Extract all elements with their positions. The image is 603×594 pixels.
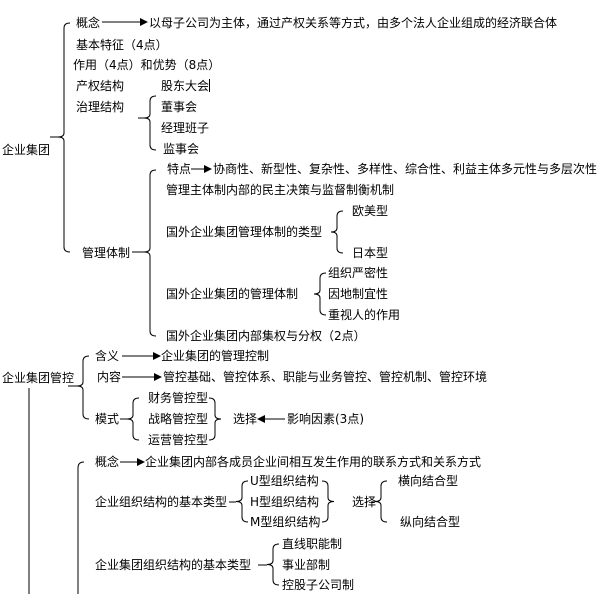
democracy-mechanism: 管理主体制内部的民主决策与监督制衡机制 xyxy=(166,183,395,197)
combine-item: 横向结合型 xyxy=(398,474,459,488)
centralization: 国外企业集团内部集权与分权（2点） xyxy=(166,329,366,343)
mode-item: 财务管控型 xyxy=(148,391,209,405)
group-org-type-item: 直线职能制 xyxy=(282,537,343,551)
org-choose-label: 选择 xyxy=(352,495,377,509)
left-brace xyxy=(235,480,249,523)
foreign-system-item: 因地制宜性 xyxy=(328,287,389,301)
right-brace xyxy=(208,397,222,441)
foreign-system: 国外企业集团的管理体制 xyxy=(166,287,299,301)
governance-item: 监事会 xyxy=(163,142,200,156)
management-system: 管理体制 xyxy=(82,246,131,260)
mode-item: 运营管控型 xyxy=(148,433,209,447)
governance-item: 股东大会 xyxy=(161,79,210,93)
left-brace xyxy=(374,480,388,523)
meaning-label: 含义 xyxy=(95,349,120,363)
left-brace xyxy=(76,355,90,420)
org-concept-definition: 企业集团内部各成员企业间相互发生作用的联系方式和关系方式 xyxy=(145,455,482,469)
content-label: 内容 xyxy=(97,370,122,384)
foreign-types: 国外企业集团管理体制的类型 xyxy=(166,225,323,239)
mode-label: 模式 xyxy=(95,412,120,426)
group-org-type-item: 事业部制 xyxy=(282,558,331,572)
org-basic-types: 企业组织结构的基本类型 xyxy=(95,495,228,509)
choose-label: 选择 xyxy=(233,412,258,426)
combine-item: 纵向结合型 xyxy=(400,515,461,529)
group-org-type-item: 控股子公司制 xyxy=(282,578,355,592)
content-definition: 管控基础、管控体系、职能与业务管控、管控机制、管控环境 xyxy=(163,370,488,384)
trait-label: 特点 xyxy=(167,162,192,176)
basic-features: 基本特征（4点） xyxy=(76,38,168,52)
right-brace xyxy=(321,480,335,523)
org-type-item: M型组织结构 xyxy=(250,515,321,529)
org-type-item: H型组织结构 xyxy=(250,495,320,509)
foreign-system-item: 重视人的作用 xyxy=(328,308,401,322)
trait-definition: 协商性、新型性、复杂性、多样性、综合性、利益主体多元性与多层次性 xyxy=(213,162,598,176)
group-org-types: 企业集团组织结构的基本类型 xyxy=(95,558,252,572)
governance-structure: 治理结构 xyxy=(76,100,125,114)
foreign-type-item: 欧美型 xyxy=(352,204,389,218)
property-structure: 产权结构 xyxy=(76,79,125,93)
left-brace xyxy=(143,95,157,151)
influence-factors: 影响因素(3点) xyxy=(287,412,364,426)
meaning-definition: 企业集团的管理控制 xyxy=(161,349,270,363)
org-concept-label: 概念 xyxy=(95,455,120,469)
text-cursor xyxy=(209,79,210,92)
left-brace xyxy=(266,543,280,586)
concept-definition: 以母子公司为主体，通过产权关系等方式，由多个法人企业组成的经济联合体 xyxy=(149,16,558,30)
root-group-control: 企业集团管控 xyxy=(2,371,75,385)
left-brace xyxy=(77,461,85,594)
roles-advantages: 作用（4点）和优势（8点） xyxy=(73,58,221,72)
left-brace xyxy=(330,210,344,254)
left-brace xyxy=(313,272,327,316)
left-brace xyxy=(57,22,71,253)
root-enterprise-group: 企业集团 xyxy=(2,143,51,157)
foreign-type-item: 日本型 xyxy=(352,246,389,260)
org-type-item: U型组织结构 xyxy=(250,474,319,488)
left-brace xyxy=(126,397,140,441)
mode-item: 战略管控型 xyxy=(148,412,209,426)
left-brace xyxy=(143,169,157,337)
governance-item: 董事会 xyxy=(161,100,198,114)
governance-item: 经理班子 xyxy=(161,121,210,135)
concept-label: 概念 xyxy=(76,16,101,30)
foreign-system-item: 组织严密性 xyxy=(328,266,389,280)
